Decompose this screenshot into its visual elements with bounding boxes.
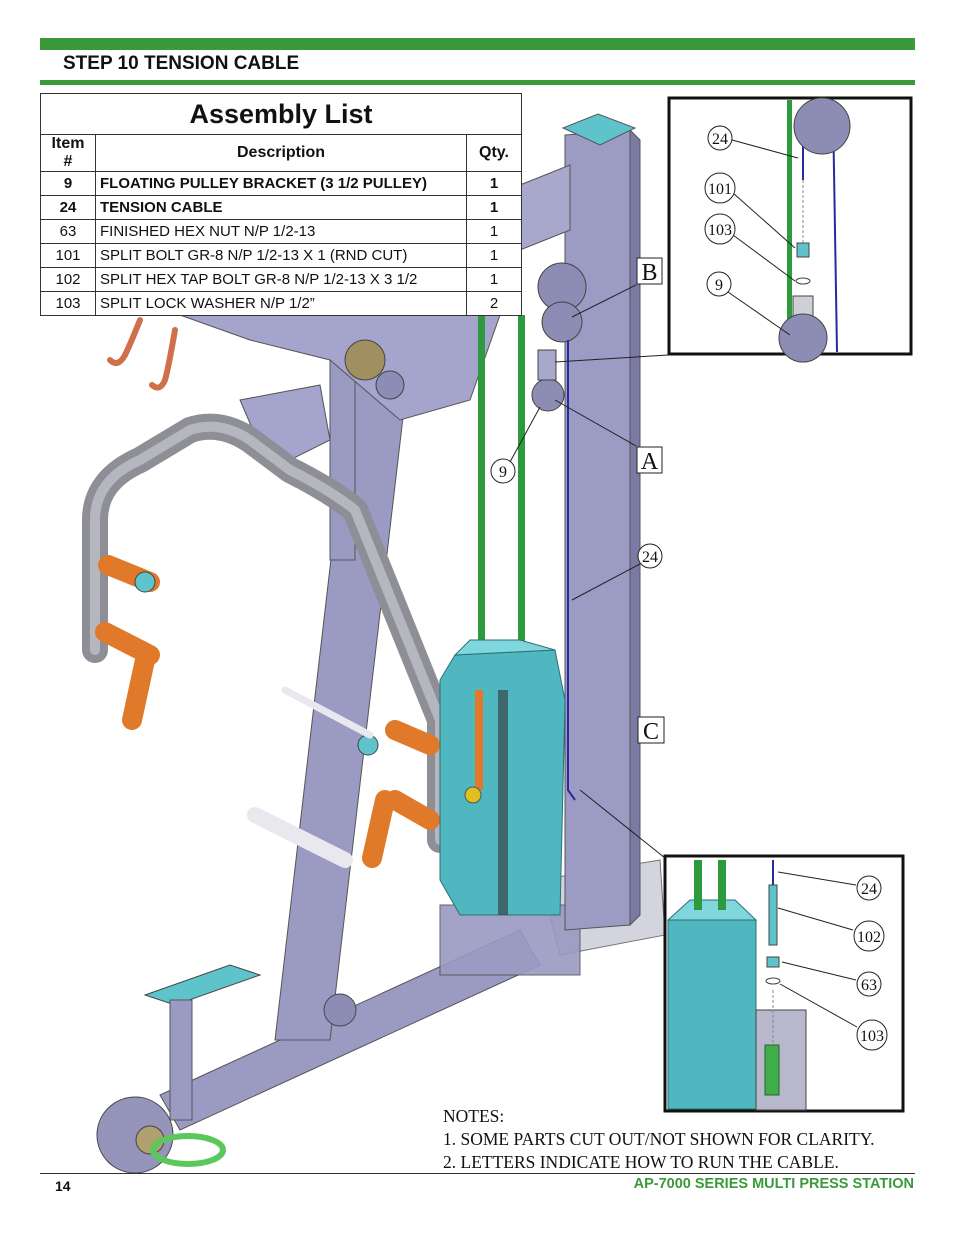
bottom-callout-24: 24: [861, 881, 877, 898]
letter-b-box: B: [636, 257, 663, 286]
seat-pad: [143, 964, 262, 1006]
hook-left: [107, 317, 143, 367]
seat-post: [169, 999, 193, 1121]
bottom-callout-103: 103: [860, 1028, 884, 1045]
row-item: 9: [40, 171, 96, 196]
row-qty: 1: [466, 219, 522, 244]
right-handle-cap: [357, 734, 379, 756]
left-handle-vertical: [122, 650, 155, 730]
bottom-callout-102: 102: [857, 929, 881, 946]
assembly-list-header-row: Item # Description Qty.: [40, 134, 522, 172]
selector-knob: [464, 786, 482, 804]
row-item: 102: [40, 267, 96, 292]
foot-bar-lower: [247, 807, 353, 868]
row-item: 24: [40, 195, 96, 220]
row-description: TENSION CABLE: [95, 195, 467, 220]
step-title: STEP 10 TENSION CABLE: [63, 53, 300, 74]
row-description: SPLIT LOCK WASHER N/P 1/2”: [95, 291, 467, 316]
top-callout-103: 103: [708, 222, 732, 239]
row-item: 103: [40, 291, 96, 316]
letter-b: B: [641, 260, 657, 286]
hook-right: [149, 327, 178, 391]
weight-stack-slot: [498, 690, 508, 915]
page-number: 14: [55, 1178, 71, 1194]
row-qty: 1: [466, 171, 522, 196]
top-callout-101: 101: [708, 181, 732, 198]
column-header-qty: Qty.: [466, 134, 522, 172]
base-pulley: [323, 993, 357, 1027]
letter-c-box: C: [637, 716, 665, 745]
top-arm: [519, 164, 571, 251]
main-column: [564, 129, 631, 931]
table-row: 101 SPLIT BOLT GR-8 N/P 1/2-13 X 1 (RND …: [40, 243, 522, 268]
footer-product-title: AP-7000 SERIES MULTI PRESS STATION: [633, 1176, 914, 1192]
table-row: 102 SPLIT HEX TAP BOLT GR-8 N/P 1/2-13 X…: [40, 267, 522, 292]
table-row: 63 FINISHED HEX NUT N/P 1/2-13 1: [40, 219, 522, 244]
main-callout-24: 24: [637, 543, 663, 569]
header-bottom-bar: [40, 80, 915, 85]
footer-rule: [40, 1173, 915, 1174]
row-qty: 2: [466, 291, 522, 316]
table-row: 9 FLOATING PULLEY BRACKET (3 1/2 PULLEY)…: [40, 171, 522, 196]
bottom-detail-inset: 24 102 63 103: [663, 854, 905, 1113]
column-header-description: Description: [95, 134, 467, 172]
row-qty: 1: [466, 243, 522, 268]
column-cap: [561, 113, 637, 146]
row-item: 63: [40, 219, 96, 244]
selector-pin-stem: [475, 690, 483, 790]
callout-24-label: 24: [642, 549, 658, 566]
main-column-side: [629, 128, 641, 927]
callout-9-label: 9: [499, 464, 507, 481]
letter-c: C: [643, 719, 659, 745]
tension-cable: [567, 340, 576, 801]
row-item: 101: [40, 243, 96, 268]
right-handle-upper: [385, 720, 440, 755]
floating-bracket: [537, 349, 557, 381]
green-strap: [150, 1133, 226, 1167]
assembly-list-title: Assembly List: [40, 93, 522, 135]
left-handle-cap: [134, 571, 156, 593]
notes-heading: NOTES:: [443, 1106, 505, 1126]
right-handle-lower: [385, 790, 440, 830]
row-qty: 1: [466, 267, 522, 292]
table-row: 103 SPLIT LOCK WASHER N/P 1/2” 2: [40, 291, 522, 316]
notes-line-1: 1. SOME PARTS CUT OUT/NOT SHOWN FOR CLAR…: [443, 1129, 875, 1149]
leader-lines: [509, 284, 669, 859]
row-description: SPLIT HEX TAP BOLT GR-8 N/P 1/2-13 X 3 1…: [95, 267, 467, 292]
right-handle-vertical: [362, 790, 395, 868]
assembly-list-table: Assembly List Item # Description Qty. 9 …: [40, 93, 522, 316]
row-qty: 1: [466, 195, 522, 220]
press-arm-tube-highlight: [90, 421, 445, 845]
guide-rod-right: [518, 315, 525, 645]
row-description: SPLIT BOLT GR-8 N/P 1/2-13 X 1 (RND CUT): [95, 243, 467, 268]
pulley-b-lower: [541, 301, 583, 343]
main-callout-9: 9: [490, 458, 516, 484]
table-row: 24 TENSION CABLE 1: [40, 195, 522, 220]
row-description: FLOATING PULLEY BRACKET (3 1/2 PULLEY): [95, 171, 467, 196]
notes-block: NOTES: 1. SOME PARTS CUT OUT/NOT SHOWN F…: [443, 1105, 875, 1174]
header-top-bar: [40, 38, 915, 50]
letter-a: A: [641, 449, 659, 475]
pulley-a: [531, 378, 565, 412]
foot-bar-upper: [281, 686, 374, 739]
top-detail-inset: 24 101 103 9: [667, 96, 913, 363]
pivot-pulley-2: [375, 370, 405, 400]
column-header-item: Item #: [40, 134, 96, 172]
letter-a-box: A: [636, 446, 663, 475]
top-callout-24: 24: [712, 131, 728, 148]
notes-line-2: 2. LETTERS INDICATE HOW TO RUN THE CABLE…: [443, 1152, 839, 1172]
guide-rod-left: [478, 315, 485, 645]
assembly-list-title-row: Assembly List: [40, 93, 522, 135]
pivot-pulley: [344, 339, 386, 381]
row-description: FINISHED HEX NUT N/P 1/2-13: [95, 219, 467, 244]
bottom-callout-63: 63: [861, 977, 877, 994]
top-callout-9: 9: [715, 277, 723, 294]
